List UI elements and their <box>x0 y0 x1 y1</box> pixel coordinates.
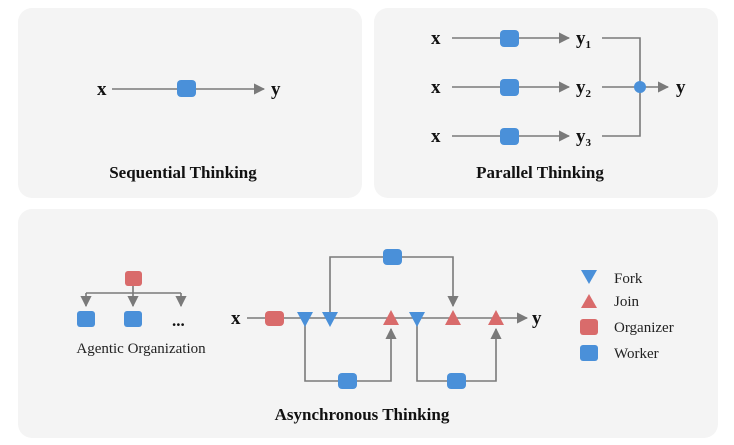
lower-branch-b-worker <box>447 373 466 389</box>
organization-label: Agentic Organization <box>76 341 206 357</box>
legend-organizer-label: Organizer <box>614 320 674 336</box>
legend-organizer-icon <box>580 319 598 335</box>
seq-worker-node <box>177 80 196 97</box>
par-input-3: x <box>431 126 441 147</box>
legend-join-icon <box>581 294 597 308</box>
par-title: Parallel Thinking <box>476 163 604 182</box>
parallel-panel <box>374 8 718 198</box>
fork-node-1 <box>297 312 313 327</box>
par-worker-2 <box>500 79 519 96</box>
upper-branch-worker <box>383 249 402 265</box>
par-worker-1 <box>500 30 519 47</box>
parallel-diagram: x y1 x y2 x y3 y Parallel Thinking <box>431 28 686 182</box>
upper-branch-path <box>329 256 459 318</box>
fork-node-2 <box>322 312 338 327</box>
join-node-1 <box>383 310 399 325</box>
join-node-3 <box>488 310 504 325</box>
par-mid-1: y1 <box>576 28 591 51</box>
async-flow: x y <box>231 249 542 389</box>
async-input-label: x <box>231 308 241 329</box>
async-title: Asynchronous Thinking <box>275 405 450 424</box>
fork-node-3 <box>409 312 425 327</box>
seq-output-label: y <box>271 79 281 100</box>
legend-join-label: Join <box>614 294 640 310</box>
lower-branch-a-path <box>304 318 397 382</box>
par-aggregate-node <box>634 81 646 93</box>
sequential-panel <box>18 8 362 198</box>
async-organizer-node <box>265 311 284 326</box>
legend-fork-icon <box>581 270 597 284</box>
sequential-diagram: x y Sequential Thinking <box>97 79 281 182</box>
par-input-2: x <box>431 77 441 98</box>
par-worker-3 <box>500 128 519 145</box>
legend-fork-label: Fork <box>614 271 643 287</box>
join-node-2 <box>445 310 461 325</box>
legend-worker-icon <box>580 345 598 361</box>
async-output-label: y <box>532 308 542 329</box>
tree-organizer-node <box>125 271 142 286</box>
par-output-label: y <box>676 77 686 98</box>
seq-input-label: x <box>97 79 107 100</box>
par-input-1: x <box>431 28 441 49</box>
lower-branch-a-worker <box>338 373 357 389</box>
legend: Fork Join Organizer Worker <box>580 270 674 362</box>
legend-worker-label: Worker <box>614 346 659 362</box>
agentic-organization-tree: ... Agentic Organization <box>76 271 206 357</box>
tree-worker-1 <box>77 311 95 327</box>
seq-title: Sequential Thinking <box>109 163 257 182</box>
par-mid-3: y3 <box>576 126 592 149</box>
par-mid-2: y2 <box>576 77 592 100</box>
tree-ellipsis: ... <box>172 311 185 330</box>
tree-worker-2 <box>124 311 142 327</box>
lower-branch-b-path <box>416 318 502 382</box>
